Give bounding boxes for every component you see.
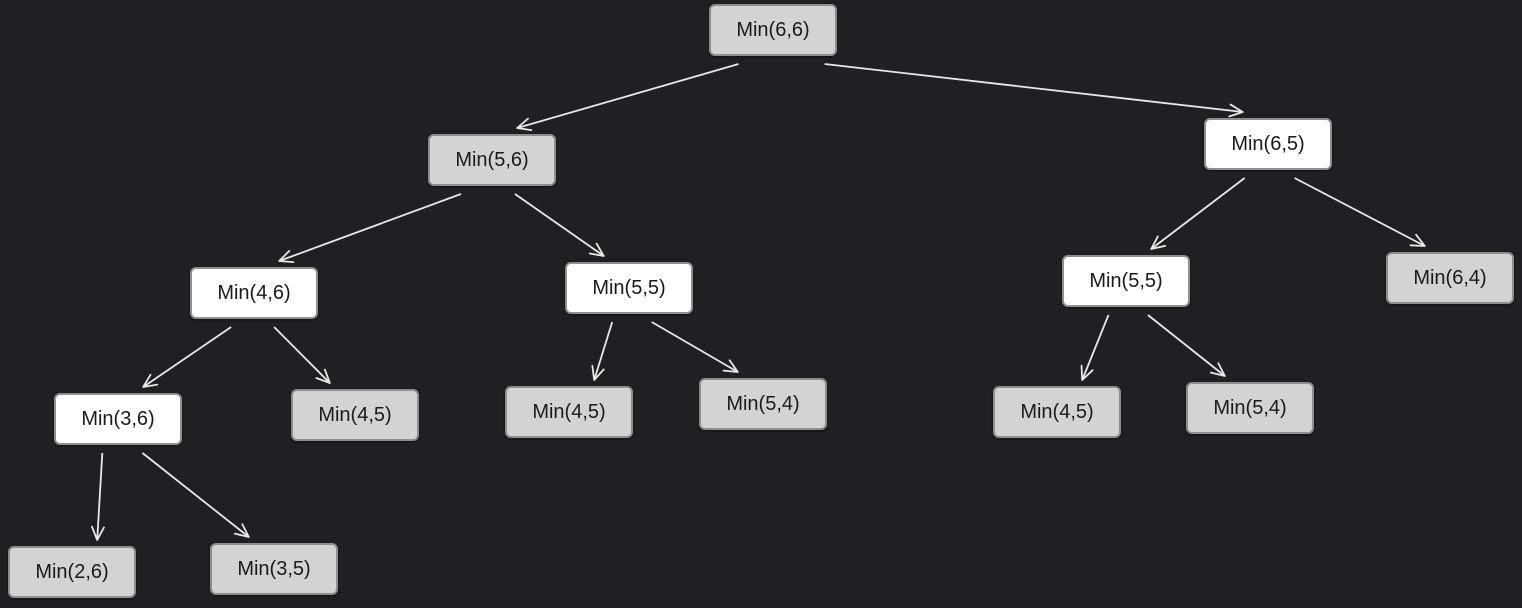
edge-arrow-n8-to-n14 (91, 452, 105, 541)
edge-arrow-n4-to-n9 (273, 326, 331, 384)
edge-arrow-n4-to-n8 (142, 326, 232, 388)
edge-arrow-n5-to-n11 (651, 321, 739, 373)
edge-arrow-n3-to-n7 (1294, 177, 1426, 247)
edge-arrow-n2-to-n5 (514, 193, 605, 257)
tree-node-min-4-5-c: Min(4,5) (993, 386, 1121, 438)
tree-node-min-5-6: Min(5,6) (428, 134, 556, 186)
edge-arrow-n8-to-n15 (141, 452, 250, 538)
edge-arrow-n6-to-n12 (1080, 314, 1110, 381)
edge-arrow-n1-to-n2 (516, 63, 739, 132)
edge-arrow-n5-to-n10 (591, 321, 614, 381)
tree-node-min-4-6: Min(4,6) (190, 267, 318, 319)
tree-node-min-2-6: Min(2,6) (8, 546, 136, 598)
tree-node-min-3-5: Min(3,5) (210, 543, 338, 595)
tree-node-min-6-5: Min(6,5) (1204, 118, 1332, 170)
edge-arrow-n1-to-n3 (824, 63, 1244, 118)
edge-arrow-n3-to-n6 (1150, 177, 1246, 250)
tree-node-min-4-5-a: Min(4,5) (291, 389, 419, 441)
edge-arrow-n6-to-n13 (1147, 314, 1226, 377)
tree-node-min-5-5-right: Min(5,5) (1062, 255, 1190, 307)
tree-node-min-4-5-b: Min(4,5) (505, 386, 633, 438)
edge-arrow-n2-to-n4 (278, 193, 462, 264)
tree-node-min-6-6: Min(6,6) (709, 4, 837, 56)
tree-node-min-5-4-b: Min(5,4) (1186, 382, 1314, 434)
tree-node-min-5-5-left: Min(5,5) (565, 262, 693, 314)
tree-node-min-6-4: Min(6,4) (1386, 252, 1514, 304)
tree-node-min-3-6: Min(3,6) (54, 393, 182, 445)
tree-node-min-5-4-a: Min(5,4) (699, 378, 827, 430)
